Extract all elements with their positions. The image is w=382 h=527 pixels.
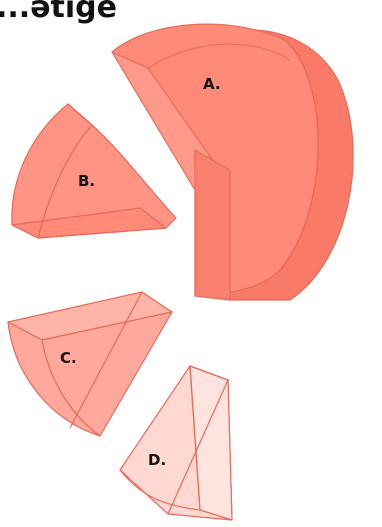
piece-a <box>111 23 354 301</box>
piece-d-diag <box>167 379 229 515</box>
piece-d <box>119 365 233 521</box>
piece-b-front <box>11 207 167 239</box>
piece-d-label: D. <box>148 451 166 469</box>
page-title: ...ətige <box>0 0 117 25</box>
piece-a-cut <box>194 149 231 301</box>
piece-a-arc <box>279 39 319 271</box>
piece-b <box>11 103 177 239</box>
piece-b-label: B. <box>78 172 95 190</box>
piece-c-diag <box>69 291 143 429</box>
piece-d-edge <box>189 365 201 511</box>
piece-c <box>7 291 173 437</box>
piece-a-label: A. <box>203 75 221 93</box>
piece-d-arc <box>119 469 201 511</box>
piece-a-rim <box>147 43 291 69</box>
piece-b-arc <box>37 124 93 239</box>
piece-c-label: C. <box>60 349 77 367</box>
piece-b-edge <box>67 103 93 126</box>
piece-c-arc <box>41 339 101 437</box>
